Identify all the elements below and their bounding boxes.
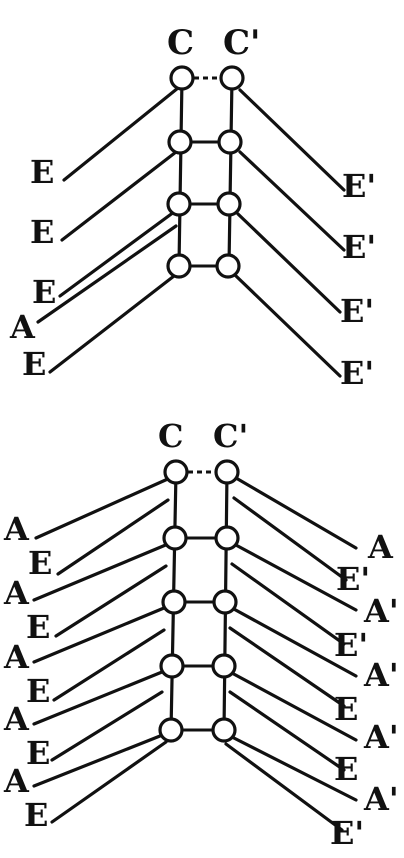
top-node-left-1 [169,65,195,91]
top-figure: C C' E E E A E E' E' E' E' [9,23,376,392]
bottom-left-chain-6 [52,628,166,702]
bottom-left-chain-7 [32,670,164,726]
bottom-node-left-1 [163,459,189,485]
bottom-left-chain-9 [32,734,162,788]
top-right-chain-3 [236,212,342,314]
top-right-chain-1 [238,88,346,192]
bottom-left-label-1: A [3,510,30,548]
bottom-right-chain-4 [230,562,346,646]
top-right-label-2: E' [342,228,376,266]
bottom-right-label-5: A' [363,656,399,694]
top-label-c: C [167,23,194,63]
bottom-left-label-8: E [26,734,50,772]
top-left-chain-4 [48,274,176,374]
top-right-label-4: E' [340,354,374,392]
top-left-chain-1 [62,86,180,182]
bottom-right-chain-7 [228,670,358,742]
bottom-left-chain-10 [50,740,168,824]
top-left-label-1: E [30,153,54,191]
top-right-label-1: E' [342,167,376,205]
top-node-right-1 [219,65,245,91]
top-right-chain-2 [238,150,346,252]
bottom-node-right-1 [214,459,240,485]
bottom-right-label-9: A' [363,780,399,818]
top-node-left-4 [166,253,192,279]
bottom-right-chain-3 [232,542,358,612]
bottom-right-chain-5 [230,606,358,678]
bottom-left-chain-4 [54,564,168,638]
top-node-right-2 [217,129,243,155]
bottom-right-label-4: E' [334,626,368,664]
bottom-left-label-10: E [24,796,48,834]
top-label-c-prime: C' [223,23,260,63]
top-left-column-line [177,76,184,268]
top-left-chain-3b [36,224,178,324]
bottom-left-chain-2 [56,498,170,576]
bottom-label-c: C [158,417,183,455]
bottom-left-label-9: A [3,762,30,800]
bottom-right-chain-2 [232,496,348,582]
top-right-label-3: E' [340,292,374,330]
bottom-node-left-5 [158,717,184,743]
bottom-left-chain-8 [50,690,164,762]
bottom-node-right-2 [214,525,240,551]
bottom-right-label-6: E [334,690,358,728]
bottom-right-label-3: A' [363,592,399,630]
bottom-figure: C C' A E A E A E A E A E A E' A' E' A' E… [3,417,399,852]
bottom-right-chain-8 [228,690,346,772]
top-left-label-2: E [30,213,54,251]
bottom-right-chain-1 [234,476,358,550]
bottom-right-label-1: A [367,528,394,566]
bottom-left-label-5: A [3,638,30,676]
bottom-right-chain-6 [228,626,346,708]
bottom-left-chain-1 [34,476,172,540]
top-node-right-4 [215,253,241,279]
top-left-label-5: E [22,345,46,383]
bottom-right-chain-9 [228,734,358,802]
top-node-right-3 [216,191,242,217]
bottom-right-label-10: E' [330,814,364,852]
bottom-node-left-2 [162,525,188,551]
bottom-label-c-prime: C' [213,417,248,455]
bottom-left-label-6: E [26,672,50,710]
bottom-left-chain-5 [32,606,166,664]
bottom-right-label-8: E [334,750,358,788]
top-left-chain-3a [58,210,176,298]
bottom-left-label-2: E [28,544,52,582]
bottom-node-left-3 [161,589,187,615]
bottom-left-chain-3 [32,542,170,602]
top-right-column-line [227,76,234,268]
top-left-label-3: E [32,273,56,311]
bottom-right-chain-10 [224,742,344,832]
bottom-left-label-3: A [3,574,30,612]
bottom-right-label-2: E' [336,560,370,598]
top-node-left-3 [166,191,192,217]
top-right-chain-4 [234,274,342,378]
bottom-left-label-4: E [26,608,50,646]
bottom-node-right-5 [211,717,237,743]
top-left-chain-2 [60,150,178,242]
bottom-node-right-3 [212,589,238,615]
bottom-node-left-4 [159,653,185,679]
top-node-left-2 [167,129,193,155]
bottom-left-label-7: A [3,700,30,738]
bottom-right-label-7: A' [363,718,399,756]
top-left-label-4: A [9,308,36,346]
bottom-node-right-4 [211,653,237,679]
